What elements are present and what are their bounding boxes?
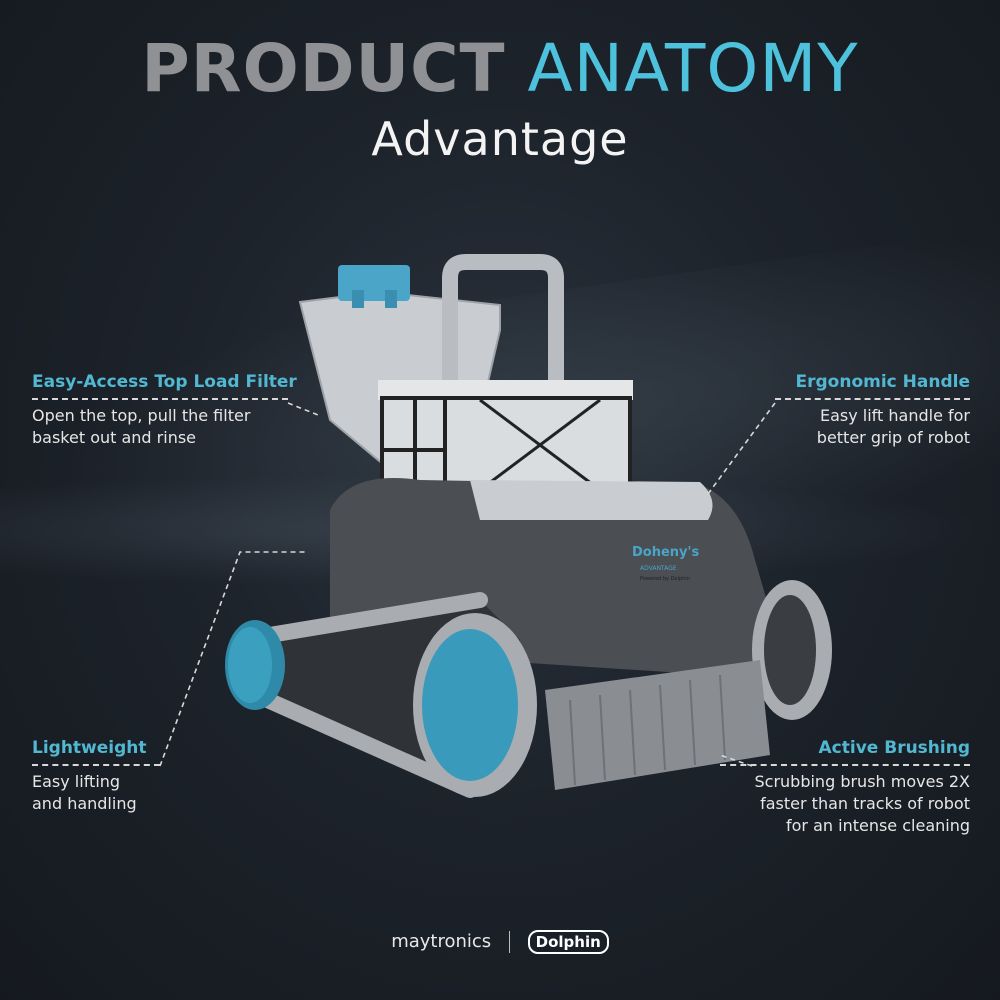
callout-desc-line: and handling: [32, 794, 137, 813]
callout-ergonomic-handle: Ergonomic Handle Easy lift handle for be…: [775, 372, 970, 449]
callout-desc-line: basket out and rinse: [32, 428, 197, 447]
svg-text:Powered by Dolphin: Powered by Dolphin: [640, 576, 690, 582]
callout-top-load-filter: Easy-Access Top Load Filter Open the top…: [32, 372, 297, 449]
dashed-divider: [775, 398, 970, 400]
callout-desc-line: Easy lifting: [32, 772, 121, 791]
callout-desc-line: for an intense cleaning: [786, 816, 970, 835]
product-brand-label: Doheny's: [632, 545, 700, 560]
wheel-hub: [422, 629, 518, 781]
callout-title: Easy-Access Top Load Filter: [32, 372, 297, 392]
callout-title: Lightweight: [32, 738, 147, 758]
callout-title: Active Brushing: [818, 738, 970, 758]
page-title: PRODUCT ANATOMY: [0, 32, 1000, 106]
callout-desc-line: better grip of robot: [816, 428, 970, 447]
page-subtitle: Advantage: [371, 112, 629, 166]
logo-divider: [508, 931, 510, 953]
svg-text:ADVANTAGE: ADVANTAGE: [640, 565, 677, 572]
callout-active-brushing: Active Brushing Scrubbing brush moves 2X…: [720, 738, 970, 837]
callout-desc-line: Easy lift handle for: [819, 406, 970, 425]
dashed-divider: [720, 764, 970, 766]
callout-lightweight: Lightweight Easy lifting and handling: [32, 738, 160, 815]
dashed-divider: [32, 398, 288, 400]
callout-desc-line: Scrubbing brush moves 2X: [754, 772, 971, 791]
brand-footer: maytronics Dolphin: [0, 930, 1000, 954]
title-product: PRODUCT: [141, 30, 506, 107]
callout-desc-line: Open the top, pull the filter: [32, 406, 251, 425]
callout-desc-line: faster than tracks of robot: [760, 794, 970, 813]
title-anatomy: ANATOMY: [527, 30, 859, 107]
callout-title: Ergonomic Handle: [795, 372, 971, 392]
maytronics-logo: maytronics: [391, 931, 492, 952]
dolphin-logo: Dolphin: [527, 930, 609, 954]
dashed-divider: [32, 764, 160, 766]
